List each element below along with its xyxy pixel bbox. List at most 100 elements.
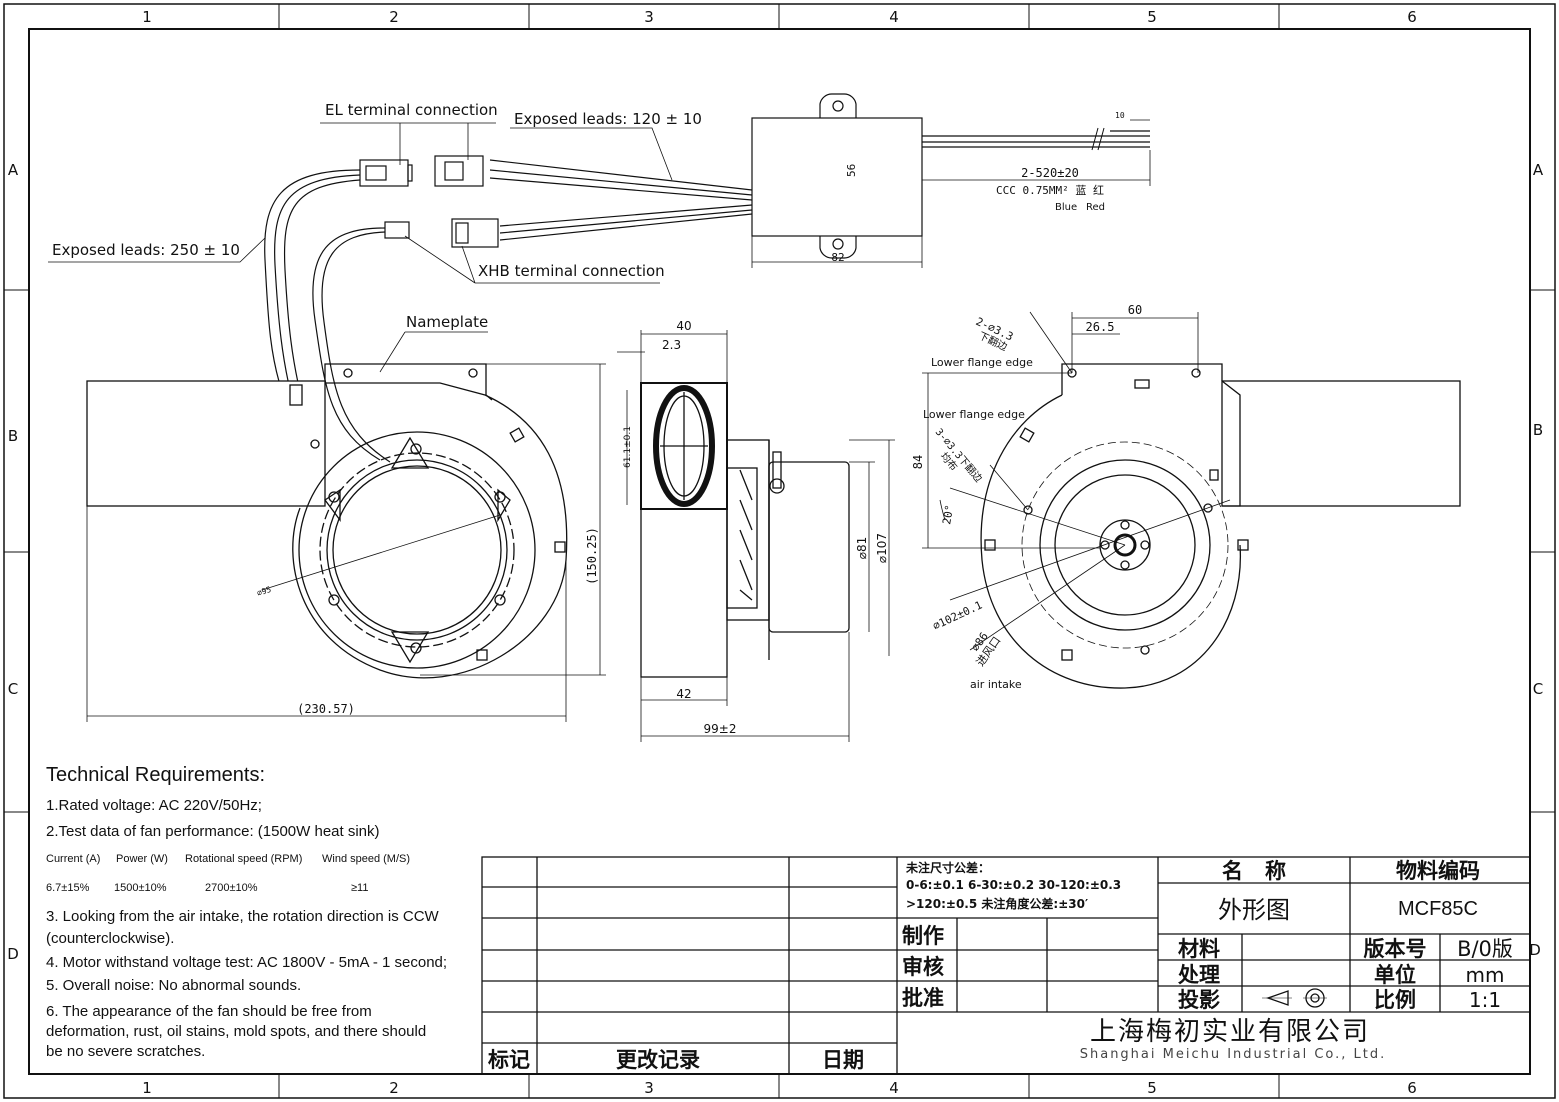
dim-95: ⌀95	[256, 585, 273, 598]
unit-value: mm	[1466, 963, 1505, 987]
dim-150: (150.25)	[585, 527, 599, 585]
code-label: 物料编码	[1396, 859, 1480, 883]
tolerance-title: 未注尺寸公差：	[905, 860, 990, 875]
dim-81: ⌀81	[855, 537, 869, 560]
rear-impeller-ring	[1039, 459, 1211, 631]
terminal-box	[751, 117, 923, 237]
col-label-bottom-1: 1	[142, 1079, 152, 1097]
col-label-top-5: 5	[1147, 8, 1157, 26]
callout-lower-flange-2: Lower flange edge	[923, 408, 1025, 421]
front-scroll-housing	[292, 382, 568, 679]
mark-label: 标记	[488, 1048, 530, 1072]
perf-header-power: Power (W)	[116, 853, 168, 865]
name-value: 外形图	[1218, 896, 1290, 924]
date-label: 日期	[822, 1048, 864, 1072]
row-label-left-c: C	[8, 680, 18, 698]
dim-lead-length: 2-520±20	[1021, 166, 1079, 180]
callout-el-terminal: EL terminal connection	[325, 101, 498, 119]
rear-hub	[1099, 519, 1151, 571]
dim-61: 61.1±0.1	[623, 426, 633, 468]
callout-exposed-120: Exposed leads: 120 ± 10	[514, 110, 702, 128]
title-block-grid	[481, 856, 1531, 1075]
wiring-harness	[48, 93, 1151, 463]
dim-102: ⌀102±0.1	[931, 599, 985, 633]
zone-labels: 1 2 3 4 5 6 1 2 3 4 5 6 A B C D A B C D	[7, 8, 1544, 1097]
dim-84: 84	[911, 455, 925, 469]
box-mount-ear-top	[819, 93, 857, 118]
approved-label: 批准	[902, 986, 944, 1010]
perf-value-wind: ≥11	[351, 882, 369, 894]
front-view	[86, 331, 606, 722]
front-intake-ring	[326, 459, 508, 641]
row-label-right-b: B	[1533, 421, 1543, 439]
tech-item-6: 6. The appearance of the fan should be f…	[46, 1003, 427, 1060]
dim-60: 60	[1128, 303, 1142, 317]
box-mount-ear-bottom	[819, 236, 857, 259]
callout-xhb-terminal: XHB terminal connection	[478, 262, 665, 280]
change-record-label: 更改记录	[616, 1048, 700, 1072]
callout-lower-flange-1: Lower flange edge	[931, 356, 1033, 369]
dim-107: ⌀107	[875, 533, 889, 563]
projection-label: 投影	[1178, 988, 1220, 1012]
tech-item-3: 3. Looking from the air intake, the rota…	[46, 908, 439, 947]
col-label-bottom-3: 3	[644, 1079, 654, 1097]
unit-label: 单位	[1374, 963, 1416, 987]
rear-scroll-housing	[980, 394, 1242, 689]
dim-10: 10	[1115, 111, 1125, 120]
xhb-signal-wires	[312, 227, 391, 463]
company-name-en: Shanghai Meichu Industrial Co., Ltd.	[1080, 1047, 1387, 1062]
made-by-label: 制作	[902, 924, 944, 948]
col-label-top-6: 6	[1407, 8, 1417, 26]
scale-value: 1:1	[1469, 988, 1501, 1012]
rear-flange	[1061, 363, 1241, 507]
company-name-cn: 上海梅初实业有限公司	[1090, 1017, 1370, 1047]
front-flange-ring	[319, 452, 515, 648]
perf-value-speed: 2700±10%	[205, 882, 258, 894]
tech-item-5: 5. Overall noise: No abnormal sounds.	[46, 977, 302, 994]
box-mount-hole-top	[832, 100, 844, 112]
side-heater-coil	[653, 385, 715, 507]
front-intake-inner	[332, 465, 502, 635]
perf-header-speed: Rotational speed (RPM)	[185, 853, 303, 865]
col-label-top-4: 4	[889, 8, 899, 26]
code-value: MCF85C	[1398, 898, 1478, 920]
tech-item-2: 2.Test data of fan performance: (1500W h…	[46, 823, 380, 840]
row-label-left-d: D	[7, 945, 19, 963]
box-mount-hole-bottom	[832, 238, 844, 250]
tech-item-4: 4. Motor withstand voltage test: AC 1800…	[46, 954, 448, 971]
perf-value-current: 6.7±15%	[46, 882, 90, 894]
lead-bundle-el	[489, 159, 753, 201]
tolerance-line-2: >120:±0.5 未注角度公差:±30′	[906, 896, 1088, 911]
callout-nameplate: Nameplate	[406, 313, 488, 331]
front-outer-ring	[298, 431, 536, 669]
row-label-right-a: A	[1533, 161, 1544, 179]
title-block-text: 未注尺寸公差： 0-6:±0.1 6-30:±0.2 30-120:±0.3 >…	[488, 859, 1513, 1072]
name-label: 名 称	[1222, 859, 1286, 883]
dim-40: 40	[676, 319, 691, 333]
front-outlet-duct	[86, 380, 326, 507]
harness-labels: EL terminal connection Exposed leads: 12…	[52, 101, 1125, 280]
col-label-bottom-2: 2	[389, 1079, 399, 1097]
front-view-labels: Nameplate (150.25) (230.57) ⌀95	[256, 313, 599, 716]
col-label-top-3: 3	[644, 8, 654, 26]
tolerance-line-1: 0-6:±0.1 6-30:±0.2 30-120:±0.3	[906, 878, 1121, 892]
reviewed-label: 审核	[902, 955, 944, 979]
col-label-top-2: 2	[389, 8, 399, 26]
scale-label: 比例	[1374, 988, 1416, 1012]
perf-header-wind: Wind speed (M/S)	[322, 853, 411, 865]
tech-requirements-title: Technical Requirements:	[46, 764, 265, 786]
side-scroll-body	[640, 508, 728, 678]
callout-exposed-250: Exposed leads: 250 ± 10	[52, 241, 240, 259]
col-label-bottom-6: 6	[1407, 1079, 1417, 1097]
rear-view	[922, 311, 1461, 689]
dim-20-degree: 20°	[940, 504, 956, 526]
rear-outlet-duct	[1221, 380, 1461, 507]
row-label-right-c: C	[1533, 680, 1543, 698]
dim-42: 42	[676, 687, 691, 701]
perf-value-power: 1500±10%	[114, 882, 167, 894]
rear-view-labels: 60 26.5 84 20° ⌀102±0.1 ⌀86 进风口 2-⌀3.3 下…	[911, 303, 1142, 691]
lead-bundle-250	[264, 169, 361, 403]
dim-82: 82	[831, 251, 844, 264]
zone-dividers	[4, 4, 1555, 1098]
